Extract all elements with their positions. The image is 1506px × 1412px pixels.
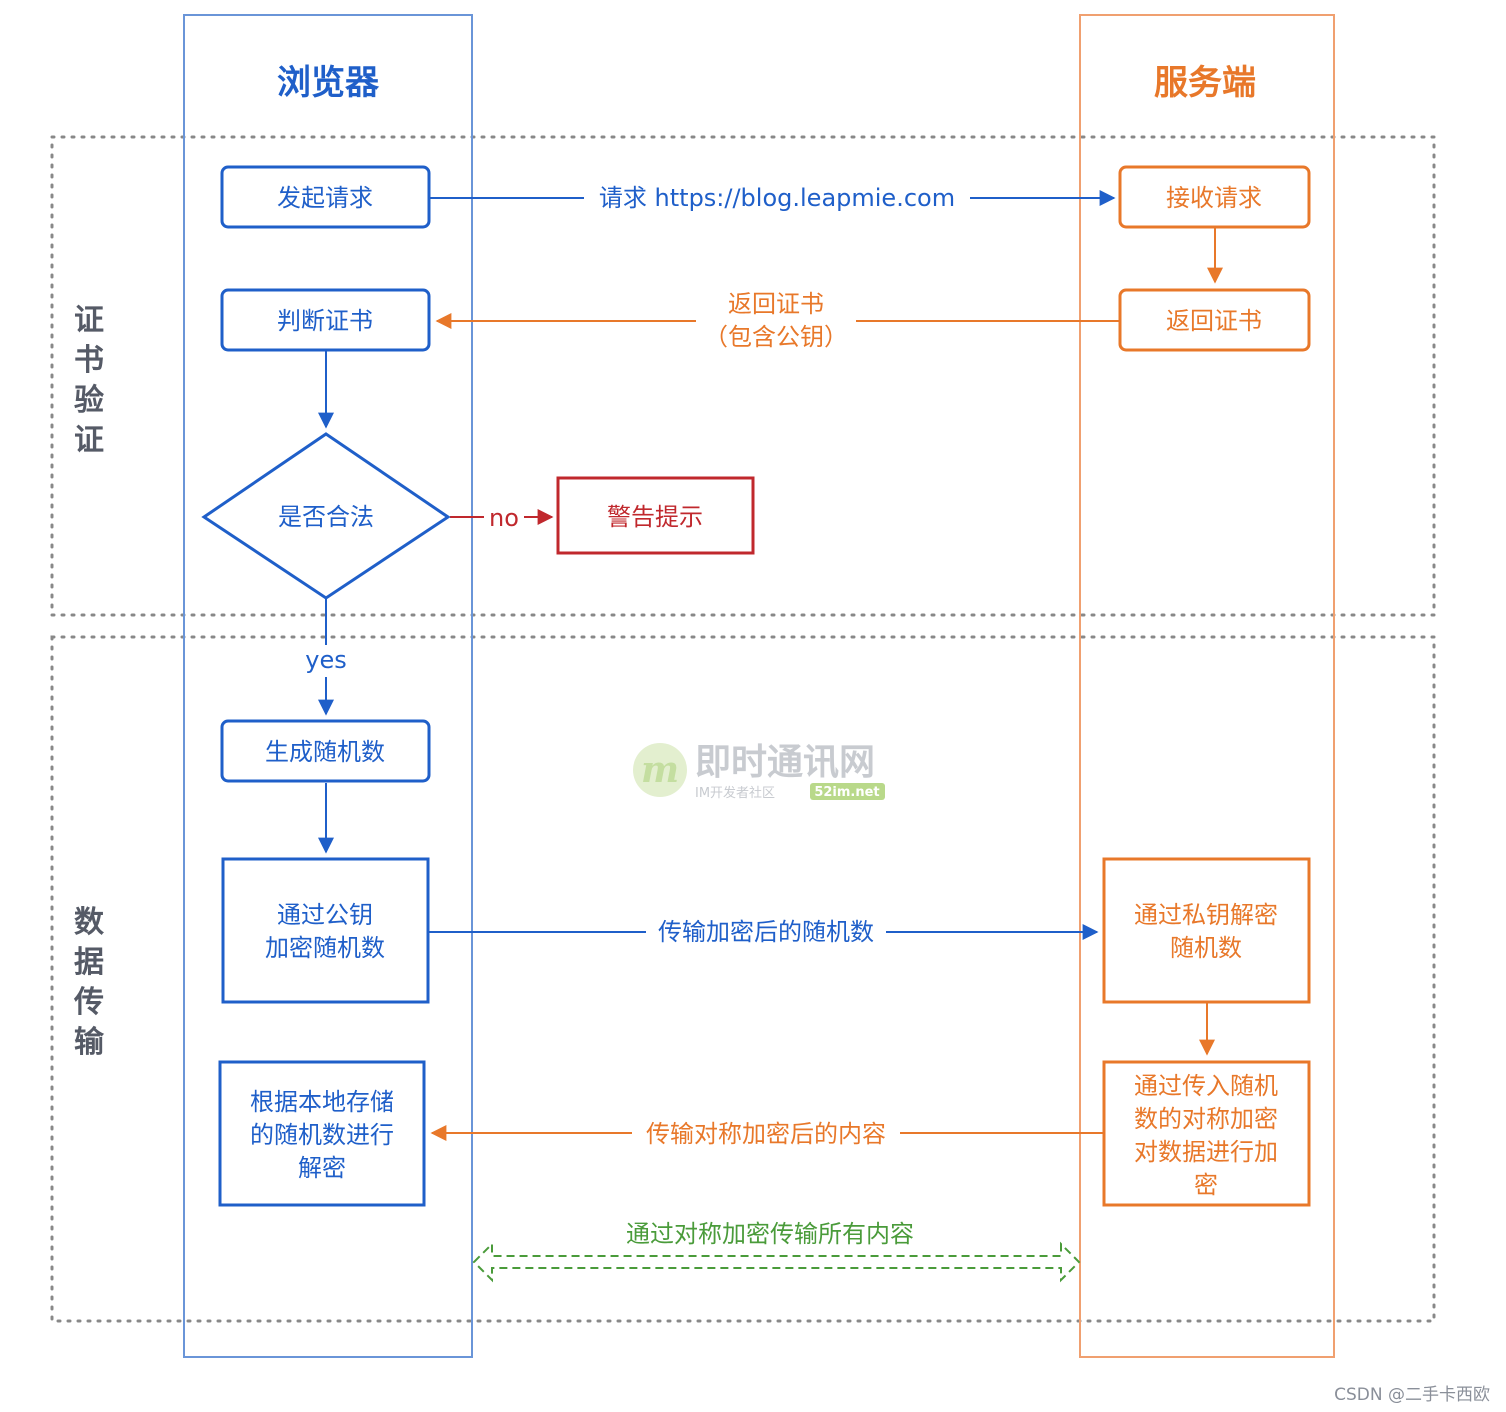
node-decrypt-local: 根据本地存储 的随机数进行 解密	[218, 1060, 426, 1207]
section-data-label: 数 据 传 输	[73, 905, 105, 1060]
svg-text:m: m	[641, 749, 679, 791]
node-is-legal: 是否合法	[201, 432, 451, 600]
svg-text:判断证书: 判断证书	[277, 307, 373, 335]
node-gen-random: 生成随机数	[220, 719, 431, 783]
node-judge-cert: 判断证书	[220, 288, 431, 352]
browser-lane	[183, 14, 473, 1358]
node-send-request: 发起请求	[220, 165, 431, 229]
node-sym-encrypt: 通过传入随机 数的对称加密 对数据进行加 密	[1102, 1060, 1311, 1207]
svg-text:密: 密	[1194, 1171, 1218, 1199]
svg-text:证: 证	[74, 423, 104, 458]
svg-text:传: 传	[73, 985, 104, 1020]
svg-text:据: 据	[74, 945, 104, 980]
edge-no: no	[450, 503, 554, 532]
svg-text:通过公钥: 通过公钥	[277, 901, 373, 929]
server-lane	[1079, 14, 1335, 1358]
svg-text:随机数: 随机数	[1170, 934, 1242, 962]
svg-text:返回证书: 返回证书	[1166, 307, 1262, 335]
svg-text:yes: yes	[305, 646, 346, 674]
node-return-cert: 返回证书	[1118, 288, 1311, 352]
svg-text:通过传入随机: 通过传入随机	[1134, 1072, 1278, 1100]
svg-text:（包含公钥）: （包含公钥）	[704, 323, 848, 351]
svg-text:加密随机数: 加密随机数	[265, 934, 385, 962]
watermark-logo-icon	[633, 743, 687, 797]
svg-text:验: 验	[74, 383, 104, 418]
svg-text:是否合法: 是否合法	[278, 503, 374, 531]
edge-return-cert: 返回证书 （包含公钥）	[435, 286, 1120, 354]
svg-text:52im.net: 52im.net	[814, 785, 879, 800]
svg-text:的随机数进行: 的随机数进行	[250, 1121, 394, 1149]
svg-text:书: 书	[74, 343, 104, 378]
svg-text:警告提示: 警告提示	[607, 503, 703, 531]
svg-text:发起请求: 发起请求	[277, 184, 373, 212]
svg-text:传输加密后的随机数: 传输加密后的随机数	[658, 918, 874, 946]
svg-text:根据本地存储: 根据本地存储	[250, 1088, 394, 1116]
node-encrypt-random: 通过公钥 加密随机数	[221, 857, 430, 1004]
edge-yes: yes	[300, 598, 354, 716]
node-recv-request: 接收请求	[1118, 165, 1311, 229]
svg-text:接收请求: 接收请求	[1166, 184, 1262, 212]
svg-text:生成随机数: 生成随机数	[265, 738, 385, 766]
node-warning: 警告提示	[556, 476, 755, 555]
svg-text:数的对称加密: 数的对称加密	[1134, 1105, 1278, 1133]
svg-text:传输对称加密后的内容: 传输对称加密后的内容	[646, 1120, 886, 1148]
svg-text:解密: 解密	[298, 1154, 346, 1182]
section-data-box	[50, 635, 1436, 1323]
svg-text:通过私钥解密: 通过私钥解密	[1134, 901, 1278, 929]
edge-send-content: 传输对称加密后的内容	[430, 1117, 1103, 1149]
svg-text:即时通讯网: 即时通讯网	[695, 742, 875, 783]
svg-text:通过对称加密传输所有内容: 通过对称加密传输所有内容	[626, 1220, 914, 1248]
svg-text:IM开发者社区: IM开发者社区	[695, 785, 775, 801]
edge-send-encrypted: 传输加密后的随机数	[428, 916, 1099, 948]
svg-text:输: 输	[74, 1025, 105, 1060]
section-cert-box	[50, 135, 1436, 617]
svg-text:no: no	[489, 504, 519, 532]
svg-text:对数据进行加: 对数据进行加	[1134, 1138, 1278, 1166]
browser-lane-title: 浏览器	[277, 63, 380, 103]
edge-request: 请求 https://blog.leapmie.com	[430, 182, 1116, 214]
svg-text:返回证书: 返回证书	[728, 290, 824, 318]
footer-credit: CSDN @二手卡西欧	[1334, 1385, 1490, 1405]
svg-text:证: 证	[74, 303, 104, 338]
svg-text:数: 数	[74, 905, 105, 940]
section-cert-label: 证 书 验 证	[74, 303, 104, 458]
svg-text:请求 https://blog.leapmie.com: 请求 https://blog.leapmie.com	[599, 184, 955, 212]
node-decrypt-private: 通过私钥解密 随机数	[1102, 857, 1311, 1004]
server-lane-title: 服务端	[1154, 63, 1256, 103]
edge-sym-all: 通过对称加密传输所有内容	[472, 1220, 1081, 1283]
watermark: m 即时通讯网 IM开发者社区 52im.net	[633, 742, 885, 801]
